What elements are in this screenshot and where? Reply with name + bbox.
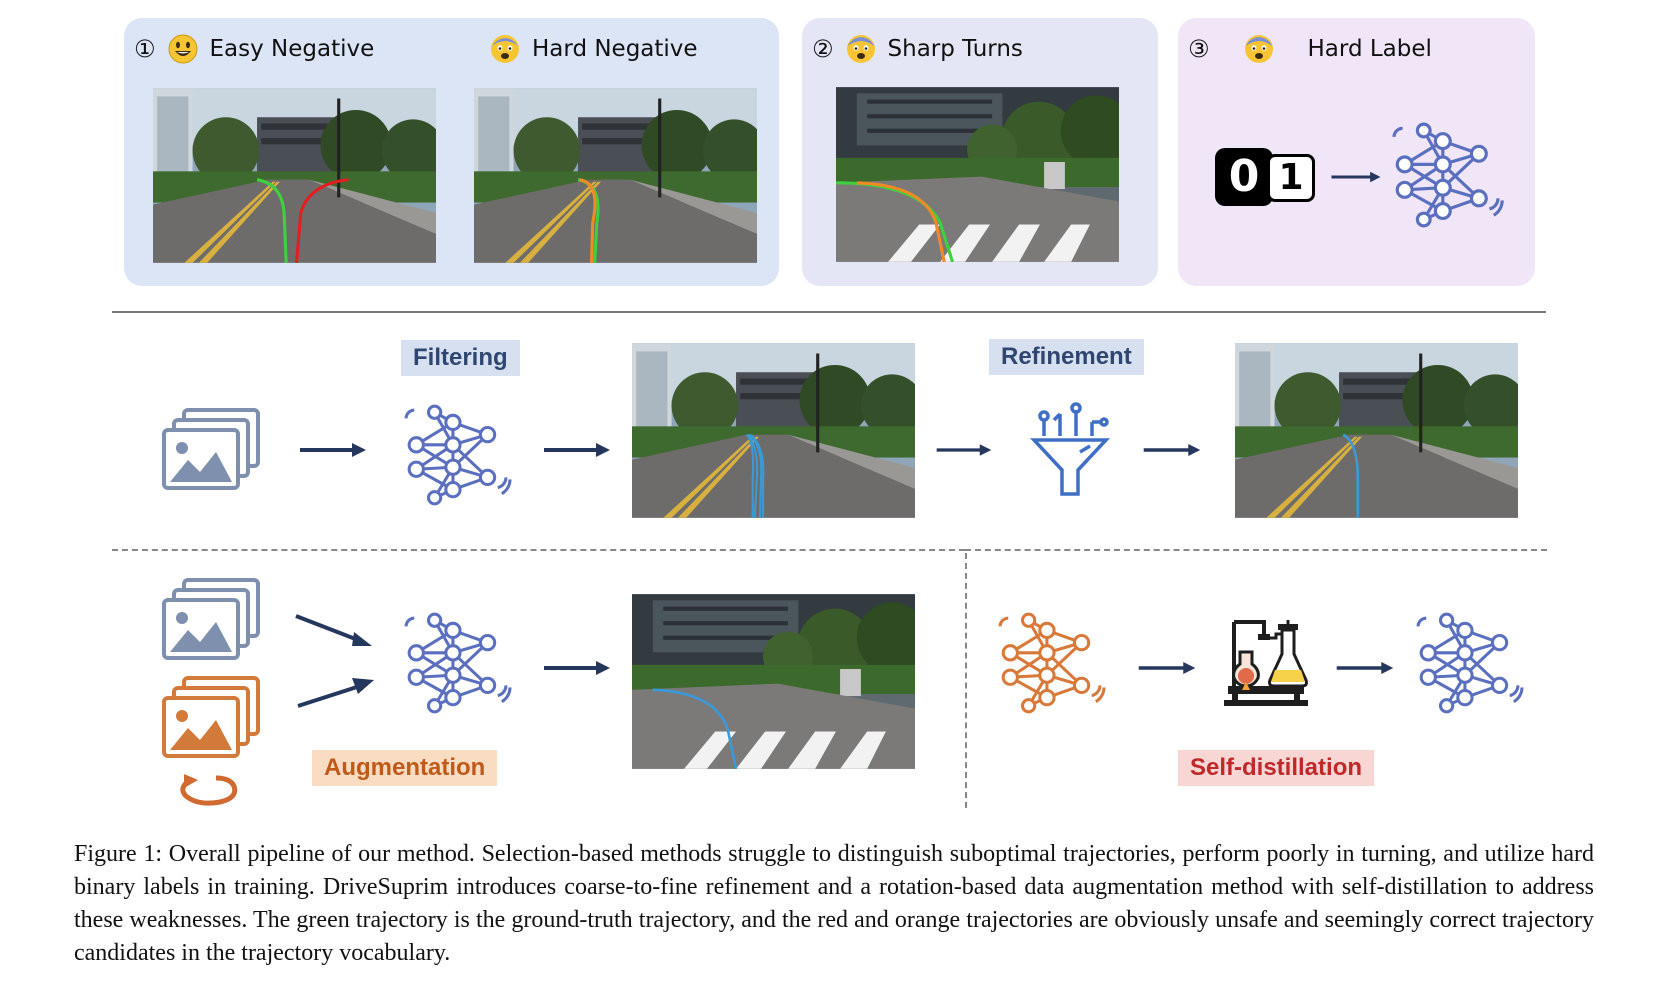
distillation-divider bbox=[965, 549, 1547, 551]
easy-negative-scene-image bbox=[153, 88, 436, 263]
fearful-face-icon bbox=[846, 35, 875, 63]
image-stack-icon bbox=[162, 578, 262, 662]
neural-network-icon bbox=[1412, 612, 1524, 714]
refinement-tag: Refinement bbox=[989, 339, 1144, 375]
self-distillation-tag: Self-distillation bbox=[1178, 750, 1375, 786]
hard-label-header: ③ Hard Label bbox=[1188, 34, 1432, 64]
image-stack-icon bbox=[162, 408, 262, 492]
section-divider bbox=[112, 311, 1546, 313]
binary-label-icon: 0 1 bbox=[1215, 148, 1319, 206]
sharp-turns-scene-image bbox=[836, 87, 1119, 262]
hard-negative-label: Hard Negative bbox=[532, 36, 698, 62]
rotate-icon bbox=[180, 774, 238, 806]
fearful-face-icon bbox=[1244, 35, 1273, 63]
neural-network-icon bbox=[1387, 122, 1505, 228]
arrow-right-icon bbox=[295, 614, 372, 646]
arrow-right-icon bbox=[298, 440, 368, 460]
candidate-trajectories bbox=[745, 433, 765, 518]
neural-network-icon bbox=[400, 612, 512, 714]
hard-label-label: Hard Label bbox=[1307, 36, 1432, 62]
smiley-icon bbox=[168, 34, 198, 64]
refined-trajectory bbox=[1342, 433, 1360, 518]
easy-negative-label: Easy Negative bbox=[209, 36, 375, 62]
ground-truth-trajectory bbox=[256, 178, 288, 263]
hard-negative-header: Hard Negative bbox=[490, 34, 698, 64]
arrow-right-icon bbox=[1335, 658, 1395, 678]
hard-negative-scene-image bbox=[474, 88, 757, 263]
sharp-turns-label: Sharp Turns bbox=[887, 36, 1023, 62]
augmented-trajectory bbox=[652, 688, 738, 769]
neural-network-icon bbox=[400, 404, 512, 506]
unsafe-trajectory bbox=[295, 178, 349, 263]
ground-truth-trajectory bbox=[836, 181, 955, 262]
augmentation-tag: Augmentation bbox=[312, 750, 498, 786]
image-stack-icon bbox=[162, 676, 262, 760]
arrow-right-icon bbox=[935, 440, 993, 460]
arrow-right-icon bbox=[542, 658, 612, 678]
augmented-rotated-scene-image bbox=[632, 594, 915, 769]
filter-funnel-icon bbox=[1030, 402, 1110, 496]
panel-number-3: ③ bbox=[1188, 35, 1210, 63]
seemingly-correct-trajectory bbox=[579, 178, 597, 263]
arrow-right-icon bbox=[542, 440, 612, 460]
arrow-right-icon bbox=[1330, 167, 1382, 187]
figure-caption: Figure 1: Overall pipeline of our method… bbox=[74, 841, 1594, 966]
arrow-right-icon bbox=[1137, 658, 1197, 678]
seemingly-correct-trajectory bbox=[856, 181, 946, 262]
vertical-divider bbox=[965, 553, 967, 808]
sharp-turns-header: ② Sharp Turns bbox=[812, 34, 1023, 64]
panel-number-2: ② bbox=[812, 35, 834, 63]
refined-trajectory-scene-image bbox=[1235, 343, 1518, 518]
panel-number-1: ① bbox=[134, 35, 156, 63]
easy-negative-header: ① Easy Negative bbox=[134, 34, 374, 64]
arrow-right-icon bbox=[297, 678, 374, 708]
binary-one: 1 bbox=[1278, 157, 1304, 198]
neural-network-icon bbox=[994, 612, 1106, 714]
filtering-tag: Filtering bbox=[401, 340, 520, 376]
coarse-candidates-scene-image bbox=[632, 343, 915, 518]
arrow-right-icon bbox=[1142, 440, 1202, 460]
distillation-lab-icon bbox=[1224, 620, 1308, 706]
fearful-face-icon bbox=[491, 35, 519, 63]
augmentation-divider bbox=[112, 549, 965, 551]
binary-zero: 0 bbox=[1228, 151, 1260, 202]
